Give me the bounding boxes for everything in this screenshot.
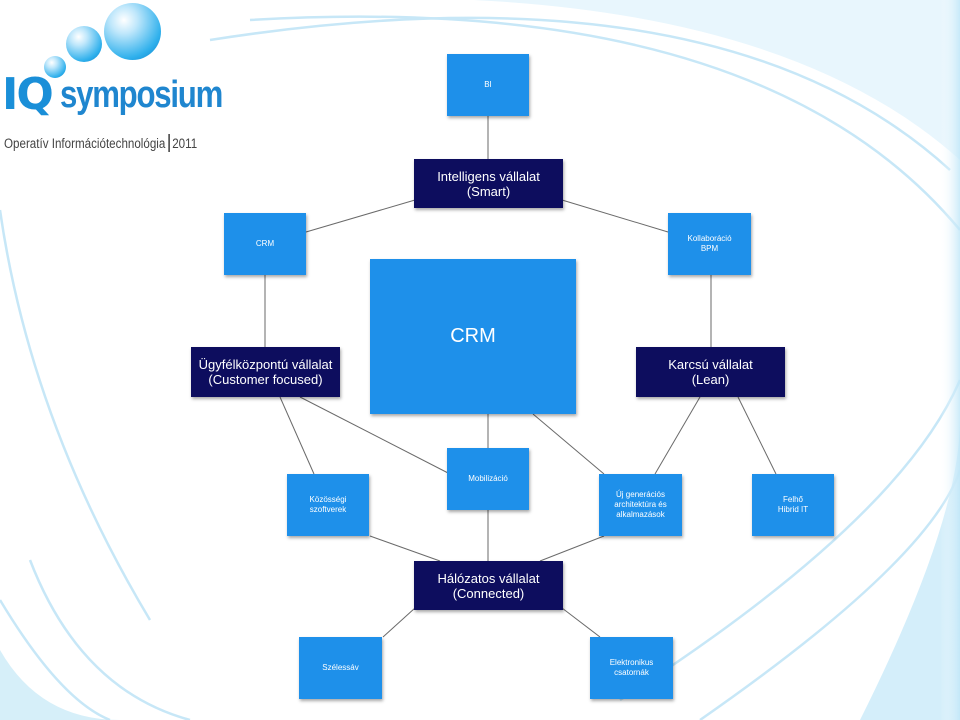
logo-separator: [167, 134, 170, 152]
node-smart-label: Intelligens vállalat (Smart): [437, 168, 540, 199]
link-customer-mobil: [299, 396, 451, 475]
logo-iq: IQ: [2, 69, 54, 120]
node-connected-label: Hálózatos vállalat (Connected): [437, 570, 540, 601]
node-connected: Hálózatos vállalat (Connected): [414, 561, 563, 610]
logo-wordmark: symposium: [60, 74, 223, 116]
logo-tagline-text: Operatív Információtechnológia: [4, 136, 166, 151]
node-felho: Felhő Hibrid IT: [752, 474, 834, 536]
link-customer-kozossegi: [279, 396, 315, 475]
link-center-uj: [532, 413, 605, 475]
node-uj-gen-label: Új generációs architektúra és alkalmazás…: [614, 490, 667, 519]
node-lean-label: Karcsú vállalat (Lean): [668, 357, 753, 387]
node-lean: Karcsú vállalat (Lean): [636, 347, 785, 397]
node-elektron-label: Elektronikus csatornák: [609, 658, 654, 677]
logo-bubble-small: [44, 56, 66, 78]
link-smart-kollab: [561, 199, 669, 233]
node-felho-label: Felhő Hibrid IT: [777, 495, 809, 514]
node-kollab-label: Kollaboráció BPM: [687, 234, 732, 253]
link-uj-connected: [539, 535, 605, 562]
node-customer-label: Ügyfélközpontú vállalat (Customer focuse…: [198, 357, 333, 387]
node-kozossegi: Közösségi szoftverek: [287, 474, 369, 536]
node-uj-gen: Új generációs architektúra és alkalmazás…: [599, 474, 682, 536]
node-crm-small-label: CRM: [255, 239, 275, 248]
node-crm-center-label: CRM: [450, 325, 496, 347]
iq-symposium-logo: IQ symposium Operatív Információtechnoló…: [0, 0, 230, 160]
link-lean-felho: [737, 396, 777, 475]
logo-bubble-large: [104, 3, 161, 60]
node-kozossegi-label: Közösségi szoftverek: [309, 495, 347, 514]
link-connected-elektron: [561, 607, 601, 638]
node-szeles-label: Szélessáv: [322, 663, 359, 672]
node-szeles: Szélessáv: [299, 637, 382, 699]
link-lean-uj: [654, 396, 701, 475]
node-kollab: Kollaboráció BPM: [668, 213, 751, 275]
node-crm-small: CRM: [224, 213, 306, 275]
node-bi-label: BI: [484, 80, 492, 89]
logo-tagline: Operatív Információtechnológia 2011: [4, 134, 197, 152]
node-elektron: Elektronikus csatornák: [590, 637, 673, 699]
link-connected-szeles: [382, 607, 416, 638]
node-customer: Ügyfélközpontú vállalat (Customer focuse…: [191, 347, 340, 397]
logo-year: 2011: [172, 136, 198, 151]
link-kozossegi-connected: [369, 535, 441, 562]
node-crm-center: CRM: [370, 259, 576, 414]
node-bi: BI: [447, 54, 529, 116]
link-smart-crm: [305, 199, 416, 233]
logo-bubble-medium: [66, 26, 102, 62]
node-mobil: Mobilizáció: [447, 448, 529, 510]
node-smart: Intelligens vállalat (Smart): [414, 159, 563, 208]
node-mobil-label: Mobilizáció: [468, 474, 508, 483]
